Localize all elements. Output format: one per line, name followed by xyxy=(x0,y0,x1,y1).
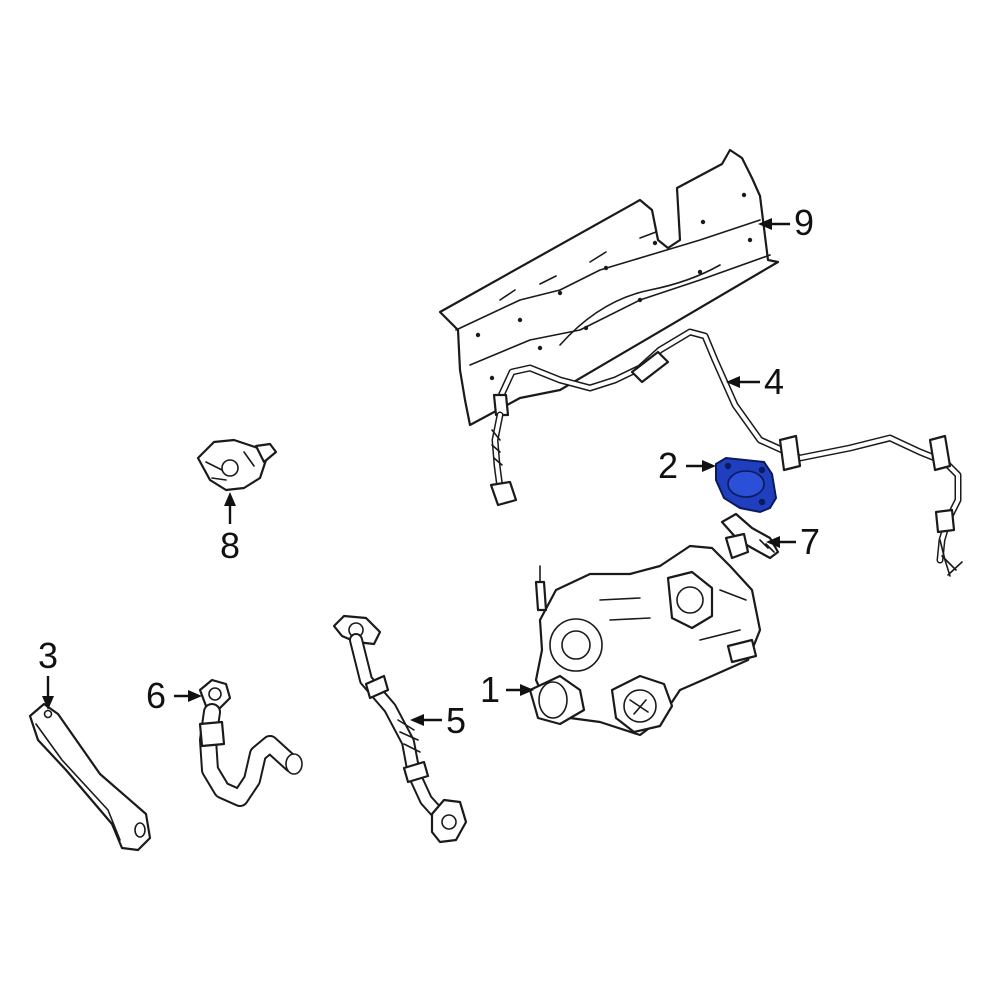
callout-3[interactable]: 3 xyxy=(38,635,58,710)
callout-1[interactable]: 1 xyxy=(480,669,534,710)
callout-label-7: 7 xyxy=(800,521,820,562)
turbocharger-part[interactable] xyxy=(528,544,762,737)
callout-9[interactable]: 9 xyxy=(758,202,814,243)
callout-label-6: 6 xyxy=(146,675,166,716)
oil-feed-line-part[interactable] xyxy=(489,328,963,577)
callout-label-8: 8 xyxy=(220,525,240,566)
oil-drain-pipe-part[interactable] xyxy=(332,614,468,844)
callout-label-4: 4 xyxy=(764,361,784,402)
fitting-part[interactable] xyxy=(720,512,780,560)
callout-label-3: 3 xyxy=(38,635,58,676)
heat-shield-part[interactable] xyxy=(438,148,780,427)
callout-2[interactable]: 2 xyxy=(658,445,716,486)
callout-7[interactable]: 7 xyxy=(766,521,820,562)
callout-label-9: 9 xyxy=(794,202,814,243)
actuator-part[interactable] xyxy=(196,438,278,492)
callout-8[interactable]: 8 xyxy=(220,492,240,566)
callout-label-2: 2 xyxy=(658,445,678,486)
callout-4[interactable]: 4 xyxy=(726,361,784,402)
callout-label-5: 5 xyxy=(446,700,466,741)
bracket-part[interactable] xyxy=(28,702,152,852)
callout-label-1: 1 xyxy=(480,669,500,710)
coolant-hose-part[interactable] xyxy=(198,678,303,807)
callout-5[interactable]: 5 xyxy=(410,700,466,741)
callout-6[interactable]: 6 xyxy=(146,675,202,716)
gasket-part[interactable] xyxy=(715,456,778,514)
